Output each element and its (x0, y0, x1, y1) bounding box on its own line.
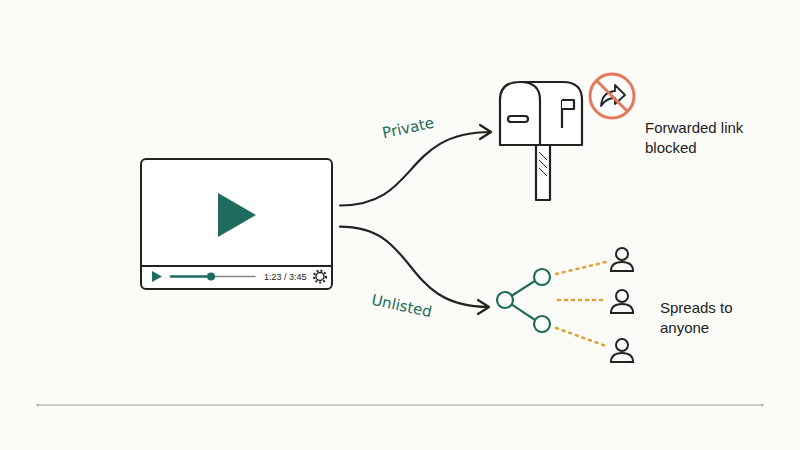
note-text: Spreads to anyone (660, 298, 755, 337)
edge-label: Private (378, 113, 439, 143)
mailbox-group: Forwarded link blocked (495, 62, 761, 202)
mailbox-icon (500, 82, 582, 200)
person-icons (611, 248, 633, 362)
share-icon (497, 269, 550, 332)
note-text: Forwarded link blocked (645, 118, 757, 157)
video-player: 1:23 / 3:45 (140, 158, 333, 290)
edge-label: Unlisted (367, 290, 437, 322)
spread-lines (556, 262, 606, 346)
player-art (140, 193, 333, 283)
curved-arrow (340, 125, 491, 206)
node-illustration (140, 158, 333, 290)
no-forward-symbol (590, 74, 634, 118)
share-group: Spreads to anyone (493, 242, 759, 372)
timestamp: 1:23 / 3:45 (264, 272, 307, 284)
